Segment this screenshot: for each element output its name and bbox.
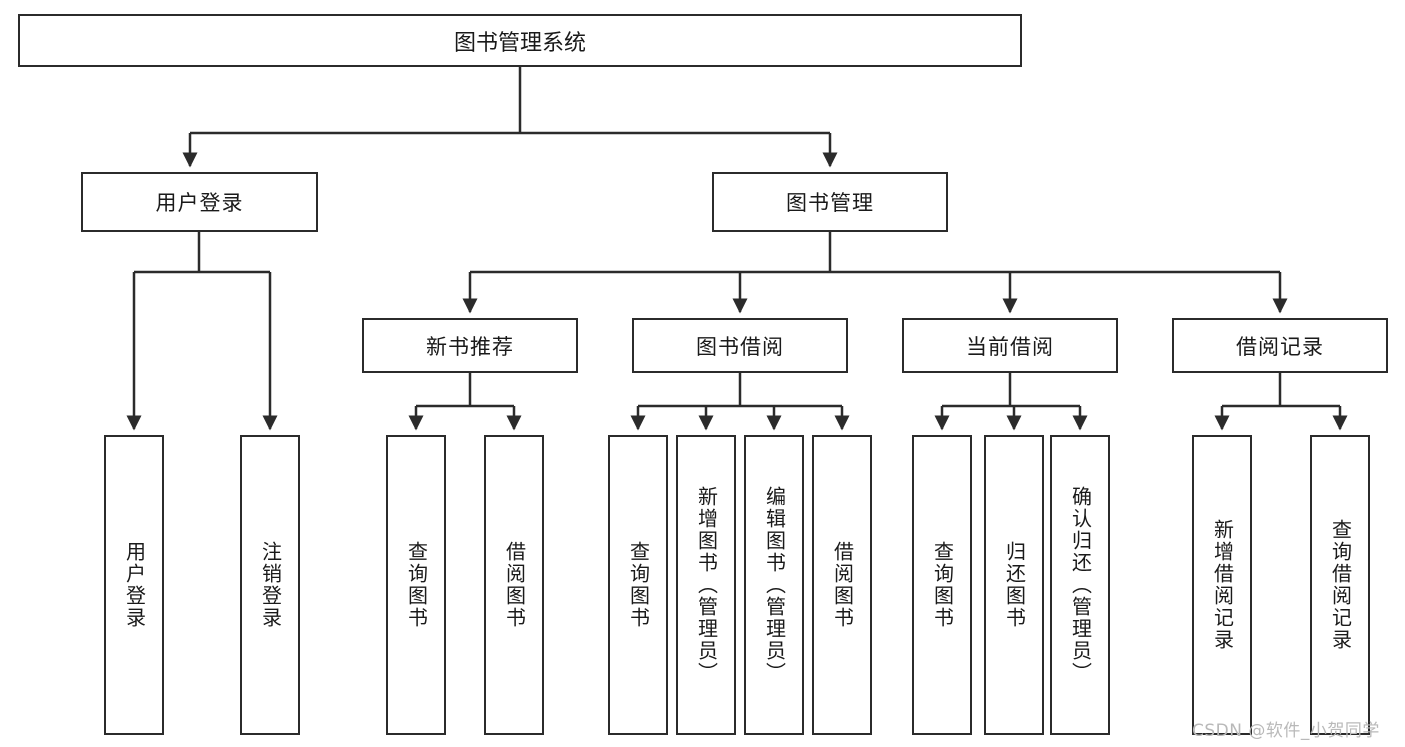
leaf-query-books-new[interactable]: 查询图书: [386, 435, 446, 735]
leaf-borrow-book-label: 借阅图书: [830, 541, 855, 629]
node-root[interactable]: 图书管理系统: [18, 14, 1022, 67]
leaf-query-borrow-record[interactable]: 查询借阅记录: [1310, 435, 1370, 735]
leaf-borrow-books-new[interactable]: 借阅图书: [484, 435, 544, 735]
leaf-query-borrow-record-label: 查询借阅记录: [1328, 519, 1353, 651]
leaf-borrow-book[interactable]: 借阅图书: [812, 435, 872, 735]
node-book-borrow-label: 图书借阅: [696, 334, 784, 359]
leaf-query-books-borrow-label: 查询图书: [626, 541, 651, 629]
leaf-add-book-admin-label: 新增图书（管理员）: [694, 486, 719, 684]
leaf-add-borrow-record[interactable]: 新增借阅记录: [1192, 435, 1252, 735]
leaf-add-borrow-record-label: 新增借阅记录: [1210, 519, 1235, 651]
node-new-book-recommend[interactable]: 新书推荐: [362, 318, 578, 373]
leaf-logout[interactable]: 注销登录: [240, 435, 300, 735]
node-current-borrow-label: 当前借阅: [966, 334, 1054, 359]
leaf-return-book[interactable]: 归还图书: [984, 435, 1044, 735]
leaf-confirm-return-admin[interactable]: 确认归还（管理员）: [1050, 435, 1110, 735]
leaf-query-books-new-label: 查询图书: [404, 541, 429, 629]
leaf-return-book-label: 归还图书: [1002, 541, 1027, 629]
leaf-query-books-current[interactable]: 查询图书: [912, 435, 972, 735]
node-book-borrow[interactable]: 图书借阅: [632, 318, 848, 373]
leaf-query-books-current-label: 查询图书: [930, 541, 955, 629]
node-book-management-label: 图书管理: [786, 191, 874, 215]
leaf-user-login-label: 用户登录: [122, 541, 147, 629]
leaf-logout-label: 注销登录: [258, 541, 283, 629]
leaf-borrow-books-new-label: 借阅图书: [502, 541, 527, 629]
node-root-label: 图书管理系统: [453, 30, 586, 56]
leaf-confirm-return-admin-label: 确认归还（管理员）: [1068, 486, 1093, 684]
node-user-login[interactable]: 用户登录: [81, 172, 318, 232]
leaf-query-books-borrow[interactable]: 查询图书: [608, 435, 668, 735]
leaf-user-login[interactable]: 用户登录: [104, 435, 164, 735]
leaf-edit-book-admin-label: 编辑图书（管理员）: [762, 486, 787, 684]
node-current-borrow[interactable]: 当前借阅: [902, 318, 1118, 373]
leaf-edit-book-admin[interactable]: 编辑图书（管理员）: [744, 435, 804, 735]
leaf-add-book-admin[interactable]: 新增图书（管理员）: [676, 435, 736, 735]
node-borrow-records[interactable]: 借阅记录: [1172, 318, 1388, 373]
node-user-login-label: 用户登录: [155, 191, 244, 215]
node-book-management[interactable]: 图书管理: [712, 172, 948, 232]
node-new-book-recommend-label: 新书推荐: [426, 334, 514, 359]
node-borrow-records-label: 借阅记录: [1236, 334, 1324, 359]
watermark: CSDN @软件_小贺同学: [1192, 721, 1380, 741]
